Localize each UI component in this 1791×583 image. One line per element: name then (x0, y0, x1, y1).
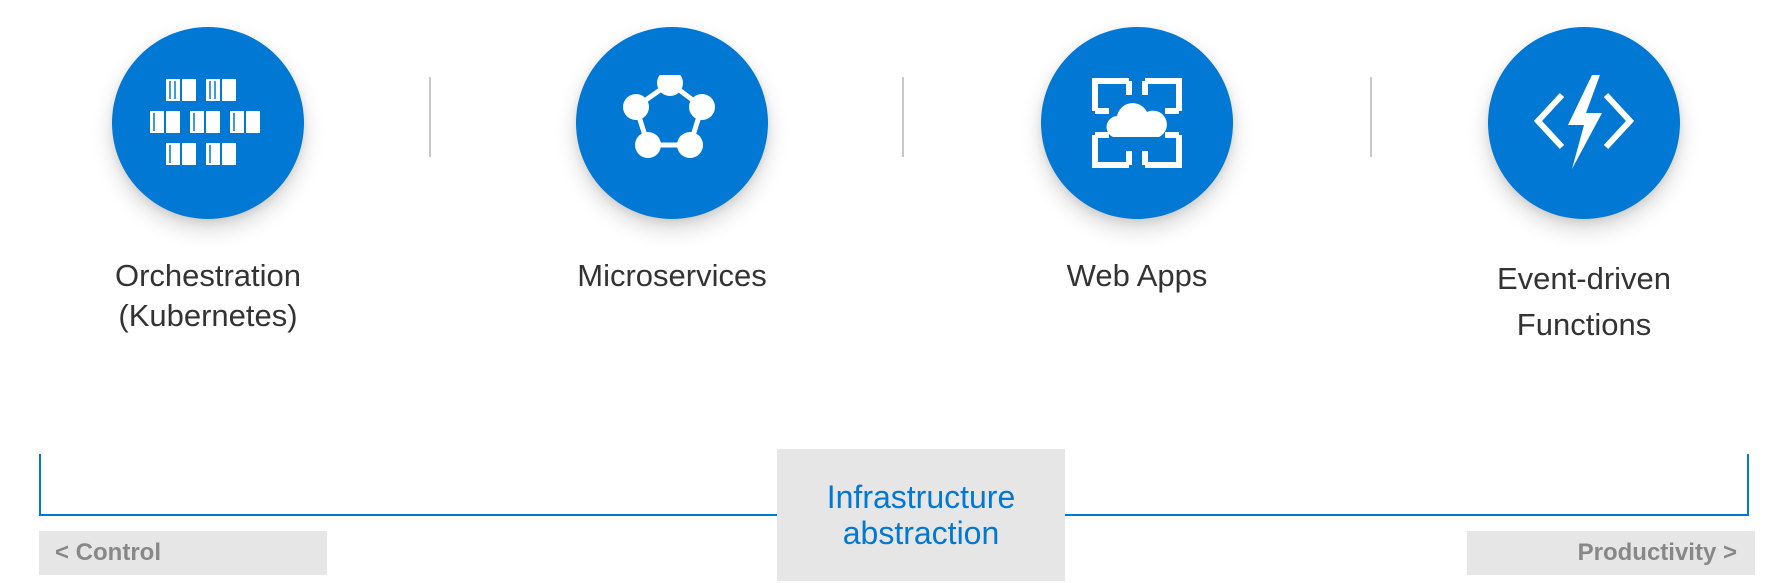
functions-label: Event-driven Functions (1434, 256, 1734, 348)
microservices-label-line-1: Microservices (577, 258, 767, 293)
center-label-line-1: Infrastructure (826, 479, 1016, 515)
app-service-cloud-icon (1092, 78, 1182, 168)
functions-label-line-1: Event-driven (1496, 261, 1672, 296)
microservices-label: Microservices (522, 256, 822, 296)
separator-2 (902, 77, 904, 157)
functions-lightning-icon (1534, 75, 1634, 169)
separator-3 (1370, 77, 1372, 157)
orchestration-label-line-1: Orchestration (114, 258, 302, 293)
microservices-icon-circle (576, 27, 768, 219)
control-label: < Control (39, 531, 327, 575)
orchestration-label-line-2: (Kubernetes) (118, 298, 298, 333)
orchestration-label: Orchestration (Kubernetes) (58, 256, 358, 336)
web-apps-label: Web Apps (987, 256, 1287, 296)
orchestration-icon-circle (112, 27, 304, 219)
productivity-label: Productivity > (1467, 531, 1755, 575)
functions-icon-circle (1488, 27, 1680, 219)
web-apps-icon-circle (1041, 27, 1233, 219)
kubernetes-containers-icon (150, 79, 260, 165)
separator-1 (429, 77, 431, 157)
web-apps-label-line-1: Web Apps (1066, 258, 1208, 293)
center-label-line-2: abstraction (842, 515, 1000, 551)
functions-label-line-2: Functions (1516, 307, 1652, 342)
infrastructure-abstraction-box: Infrastructure abstraction (777, 449, 1065, 581)
service-fabric-pentagon-icon (623, 75, 715, 158)
